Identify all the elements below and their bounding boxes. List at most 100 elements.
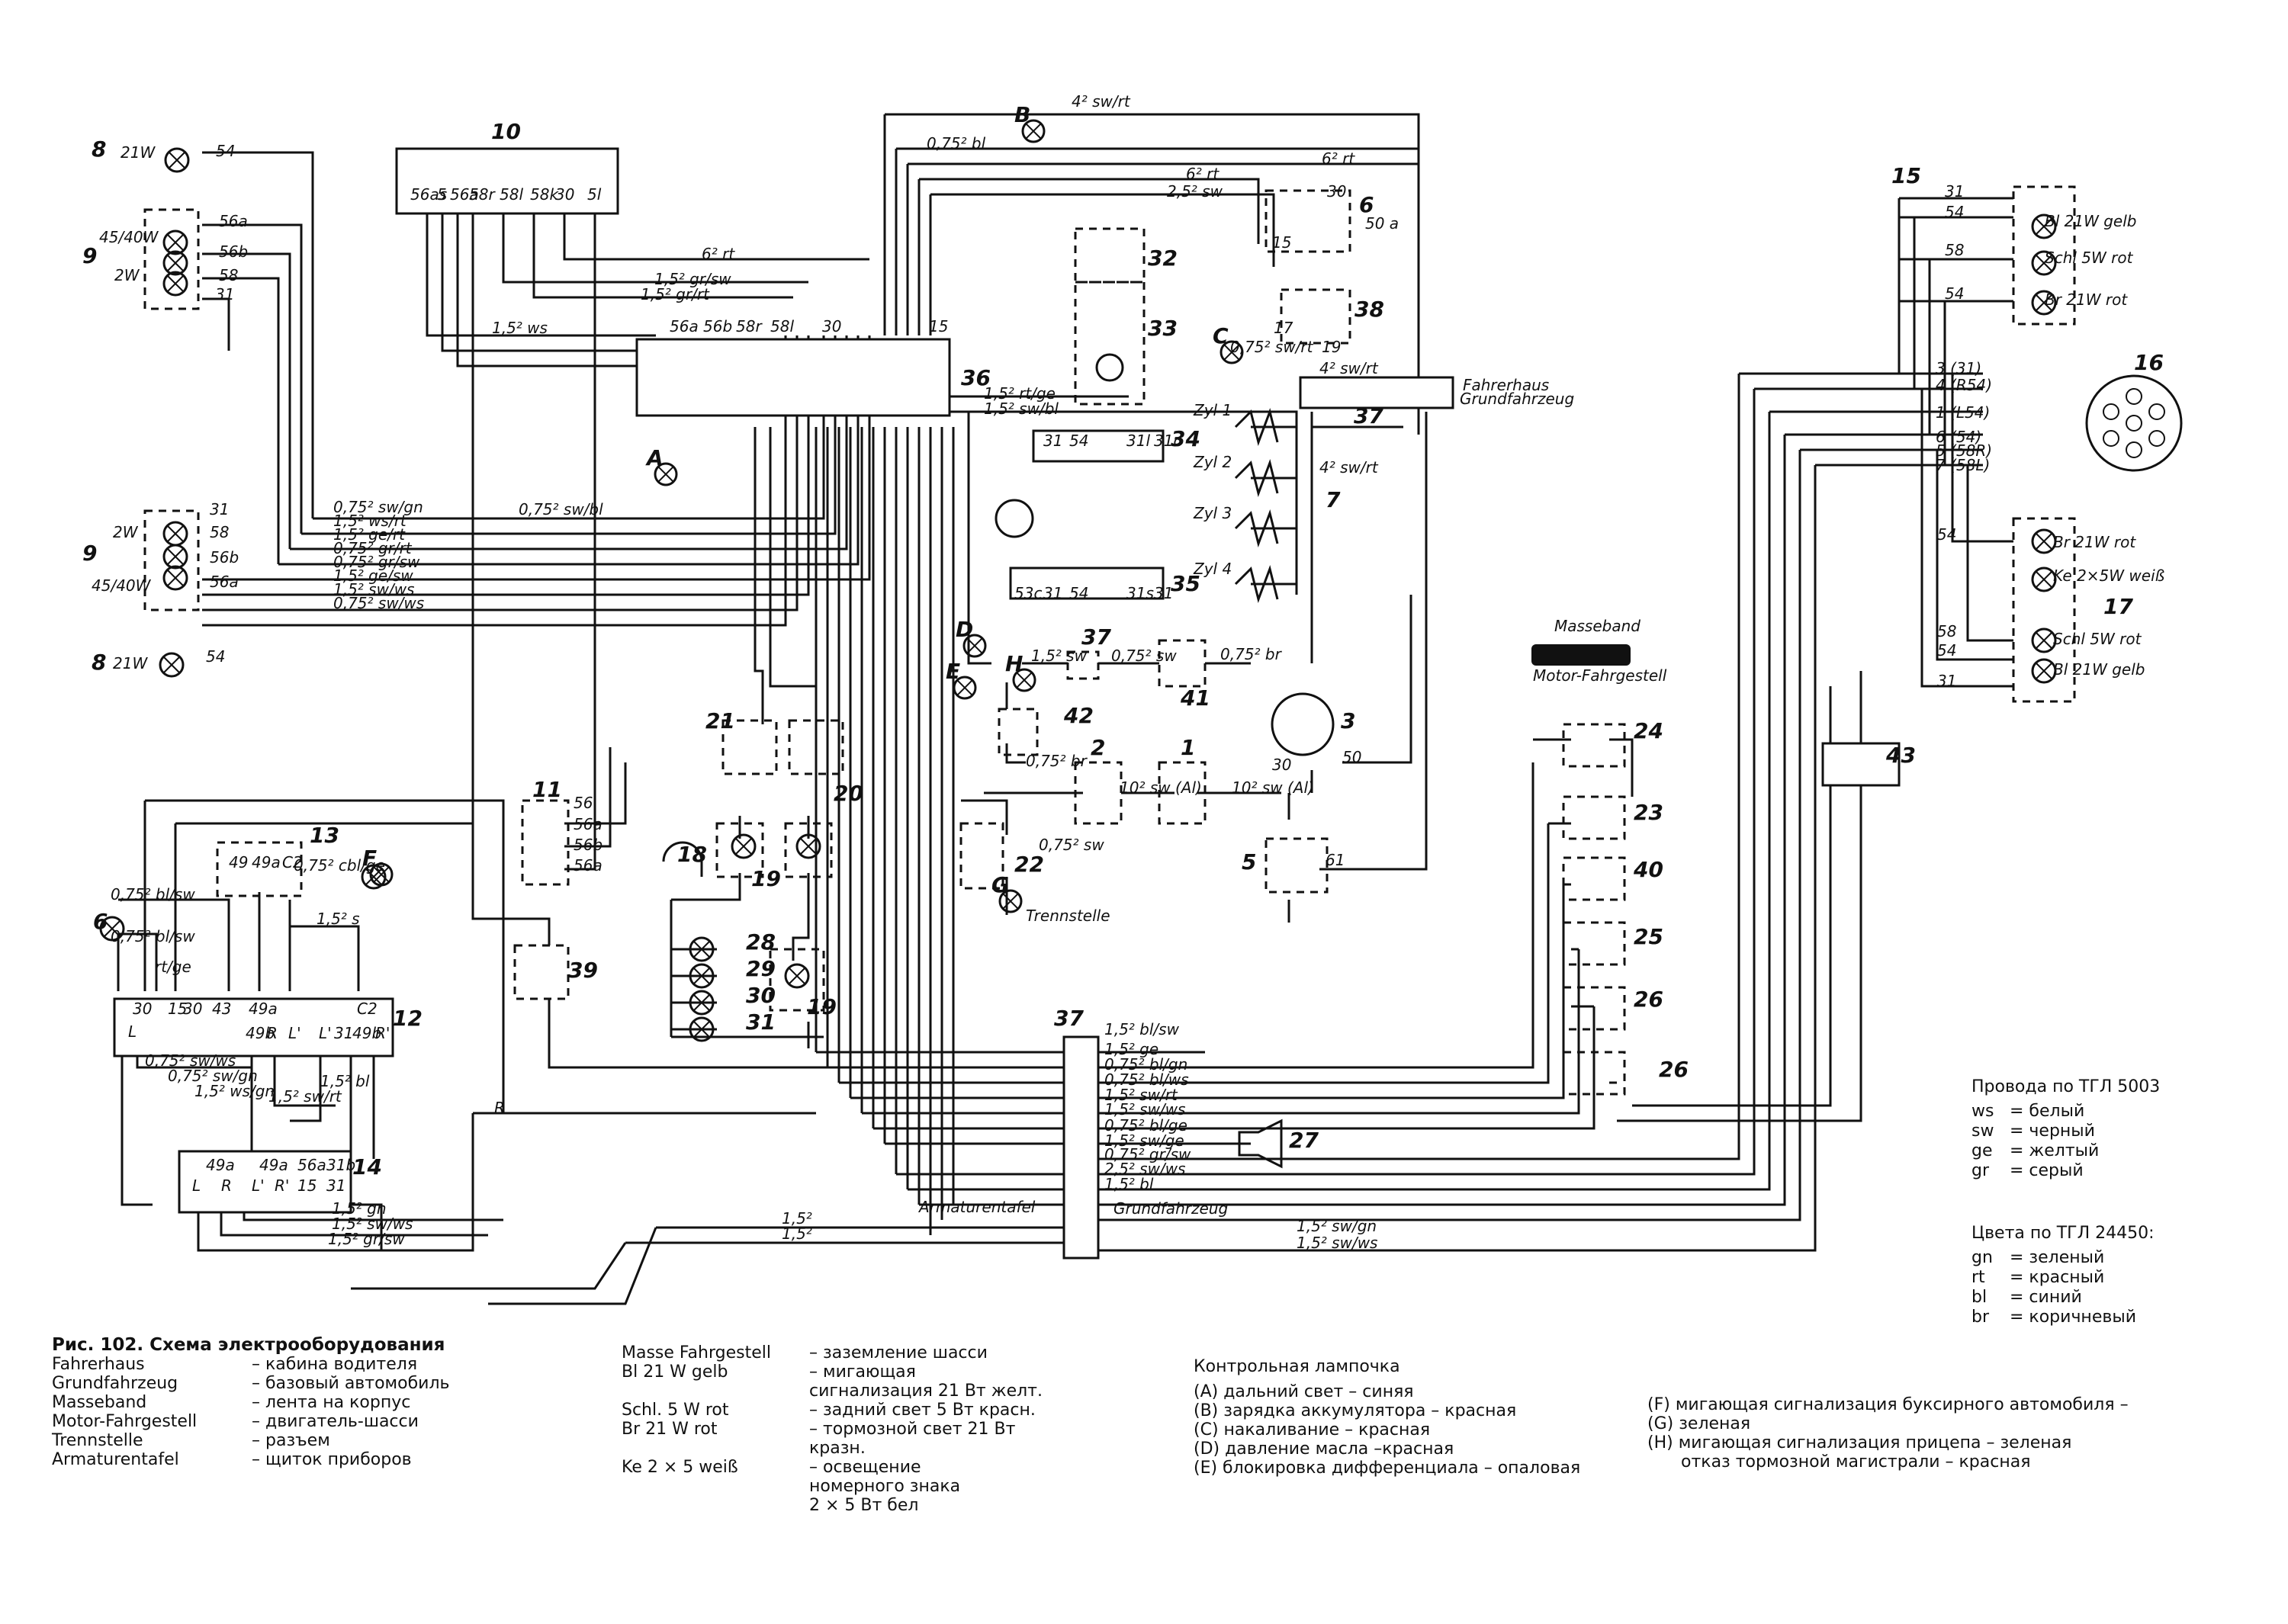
control-title: Контрольная лампочка [1194,1357,1400,1376]
term-row: Trennstelle– разъем [52,1431,450,1450]
component-label: 33 [1148,316,1178,341]
component-label: 9 [82,541,97,566]
wire-label: 58 [1945,241,1964,259]
wire-label: 58l [500,185,523,204]
wire-label: 1,5² ws/rt [333,512,407,530]
wire-label: 1,5² sw/rt [1104,1086,1178,1104]
wire-label: 1,5² gr/sw [654,270,731,288]
component-label: 11 [532,777,562,802]
control-lamp-row: (A) дальний свет – синяя [1194,1382,1414,1401]
wire-label: 0,75² bl/ws [1104,1070,1189,1089]
wire-label: 56a [670,317,699,335]
bulb-icon [2031,290,2057,316]
color-code-row-key: gn [1971,1248,1993,1267]
wire-label: Masseband [1554,617,1640,635]
wire-label: Br 21W rot [2053,533,2136,551]
component-label: 29 [746,956,776,981]
wire-label: 1,5² rt/ge [984,384,1056,403]
color-code-row: br= коричневый [1971,1308,2155,1327]
wire-label: Br 21W rot [2045,290,2128,309]
bulb-icon [689,936,715,962]
wire-label: 30 [183,1000,202,1018]
wire-label: 54 [1069,432,1088,450]
bulb-icon [795,833,821,859]
bulb-icon [2031,566,2057,592]
wires-title: Провода по ТГЛ 5003 [1971,1077,2161,1096]
wire-code-row-key: gr [1971,1161,1990,1180]
wire-label: Zyl 3 [1193,504,1232,522]
lamp-symbols [99,119,2057,1042]
bulb-icon [689,990,715,1016]
wire-label: 56a [219,212,248,230]
wire-label: R [267,1024,278,1042]
indicator-lamp-icon [998,889,1023,913]
component-label: 42 [1063,703,1094,728]
lamp-row-key: Masse Fahrgestell [622,1343,771,1362]
component-label: 23 [1634,800,1663,825]
wire-label: 1,5² gr/sw [328,1230,405,1248]
bulb-icon [2031,213,2057,239]
wire-label: 15 [1272,233,1291,252]
wire-label: 6² rt [1322,149,1355,168]
wire-label: 58r [736,317,763,335]
wire-label: 4² sw/rt [1319,458,1379,477]
wire-label: 56 [574,794,593,812]
lamp-row: сигнализация 21 Вт желт. [622,1382,1043,1401]
component-label: 8 [92,650,106,675]
term-row-key: Motor-Fahrgestell [52,1412,198,1431]
component-label: 18 [677,842,707,867]
wire-label: 58 [219,266,238,284]
wire-label: 0,75² gr/sw [333,553,420,571]
component-label: 1 [1181,735,1195,760]
signal-row: отказ тормозной магистрали – красная [1681,1452,2031,1472]
indicator-label: C [1213,323,1229,348]
wire-label: C2 [357,1000,378,1018]
wire-label: 0,75² gr/sw [1104,1145,1191,1163]
wire-label: 15 [929,317,948,335]
bulb-icon [162,565,188,591]
lamp-row-value: – тормозной свет 21 Вт [809,1420,1016,1439]
wire-label: 1,5² sw [1031,647,1088,665]
wire-label: 1,5² sw/ws [332,1215,413,1233]
wire-label: 1,5² ge [1104,1040,1158,1058]
wiring-diagram: 1235667889910111213141516171819192021222… [82,92,2183,1305]
term-row-key: Masseband [52,1393,147,1412]
legend-control-lamps: Контрольная лампочка (A) дальний свет – … [1194,1357,1580,1478]
bulb-icon [2031,658,2057,684]
wire-label: 31l [1126,432,1150,450]
wire-label: R [494,1099,505,1117]
wire-label: 58k [530,185,559,204]
wire-label: 5 [437,185,447,204]
term-row-key: Trennstelle [52,1431,143,1450]
component-label: 34 [1171,426,1200,451]
wire-label: 54 [216,142,235,160]
wire-label: 15 [168,1000,187,1018]
component-label: 5 [1242,849,1256,875]
wire-label: 30 [1272,756,1291,774]
wire-label: 1,5² bl [1104,1175,1154,1193]
color-code-row-key: bl [1971,1288,1988,1307]
wire-label: 56a [574,815,603,833]
wire-label: 1,5² sw/ws [333,580,414,599]
wire-label: 1,5² sw/ws [1104,1100,1185,1119]
wire-label: 5 (58R) [1936,441,1992,460]
wire-code-row: sw= черный [1971,1122,2160,1141]
wire-label: 1,5² sw/ws [1297,1234,1377,1252]
component-label: 31 [746,1009,776,1035]
color-code-row-key: rt [1971,1268,1985,1287]
wire-label: 4² sw/rt [1319,359,1379,377]
wire-label: 45/40W [92,576,152,595]
lamp-row: Br 21 W rot– тормозной свет 21 Вт [622,1420,1043,1439]
wire-label: 56as [410,185,447,204]
wire-label: R' [275,1176,289,1195]
indicator-lamp-icon [962,634,987,658]
term-row-value: – двигатель-шасси [252,1412,419,1431]
indicator-label: H [1005,651,1023,676]
wire-label: 31 [1945,182,1964,201]
term-row: Motor-Fahrgestell – двигатель-шасси [52,1412,450,1431]
wire-code-row-key: ge [1971,1141,1993,1160]
wire-label: 0,75² bl [927,134,986,152]
term-row-key: Fahrerhaus [52,1355,145,1374]
